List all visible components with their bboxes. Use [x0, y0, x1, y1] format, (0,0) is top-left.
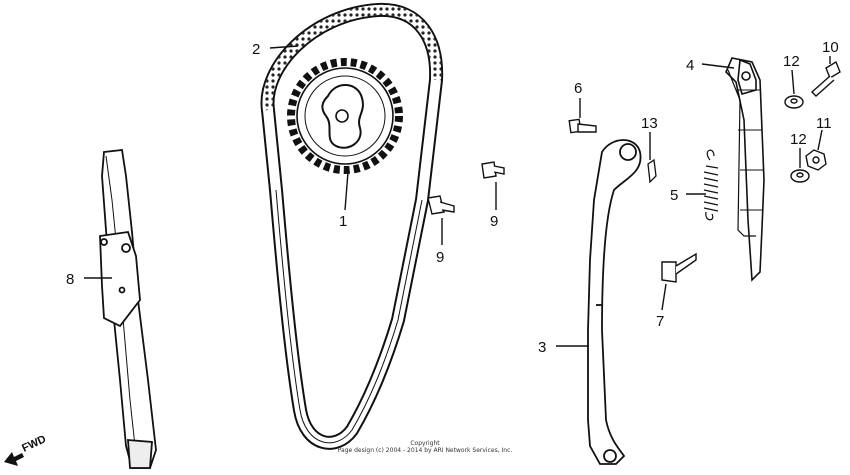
- callout-7: 7: [656, 313, 664, 330]
- chain-guide-part-8[interactable]: [99, 149, 157, 469]
- callout-8: 8: [66, 271, 74, 288]
- washer-part-12-lower[interactable]: [790, 169, 810, 183]
- callout-11: 11: [816, 115, 832, 132]
- callout-12-lower: 12: [790, 131, 807, 148]
- callout-4: 4: [686, 57, 694, 74]
- callout-9-lower: 9: [436, 249, 444, 266]
- callout-6: 6: [574, 80, 582, 97]
- bolt-part-6[interactable]: [568, 118, 597, 134]
- tensioner-arm-part-3[interactable]: [587, 139, 642, 465]
- leader-lines: [84, 45, 831, 347]
- copyright-line-1: Copyright: [410, 440, 440, 447]
- pin-part-13[interactable]: [647, 158, 657, 184]
- pivot-bolt-part-7[interactable]: [661, 252, 697, 283]
- nut-part-11[interactable]: [805, 149, 827, 171]
- tensioner-bracket-part-4[interactable]: [725, 57, 765, 282]
- callout-3: 3: [538, 339, 546, 356]
- callout-13: 13: [641, 115, 658, 132]
- callout-9-upper: 9: [490, 213, 498, 230]
- cam-sprocket-part-1[interactable]: [287, 58, 403, 174]
- bolt-part-9-lower[interactable]: [427, 195, 455, 215]
- bolt-part-10[interactable]: [810, 60, 841, 97]
- cam-chain-part-2[interactable]: [260, 2, 444, 450]
- tensioner-spring-part-5[interactable]: [703, 149, 719, 221]
- callout-10: 10: [822, 39, 839, 56]
- copyright-line-2: Page design (c) 2004 - 2014 by ARI Netwo…: [337, 447, 513, 454]
- callout-5: 5: [670, 187, 678, 204]
- washer-part-12-upper[interactable]: [784, 95, 804, 109]
- callout-1: 1: [339, 213, 347, 230]
- forward-arrow-icon: [4, 452, 24, 466]
- forward-direction-indicator: FWD: [4, 433, 48, 466]
- callout-2: 2: [252, 41, 260, 58]
- callout-12-upper: 12: [783, 53, 800, 70]
- bolt-part-9-upper[interactable]: [481, 161, 505, 179]
- callout-labels: 2 1 3 4 5 6 7 8 9 9 10 11 12 12 13: [66, 39, 839, 356]
